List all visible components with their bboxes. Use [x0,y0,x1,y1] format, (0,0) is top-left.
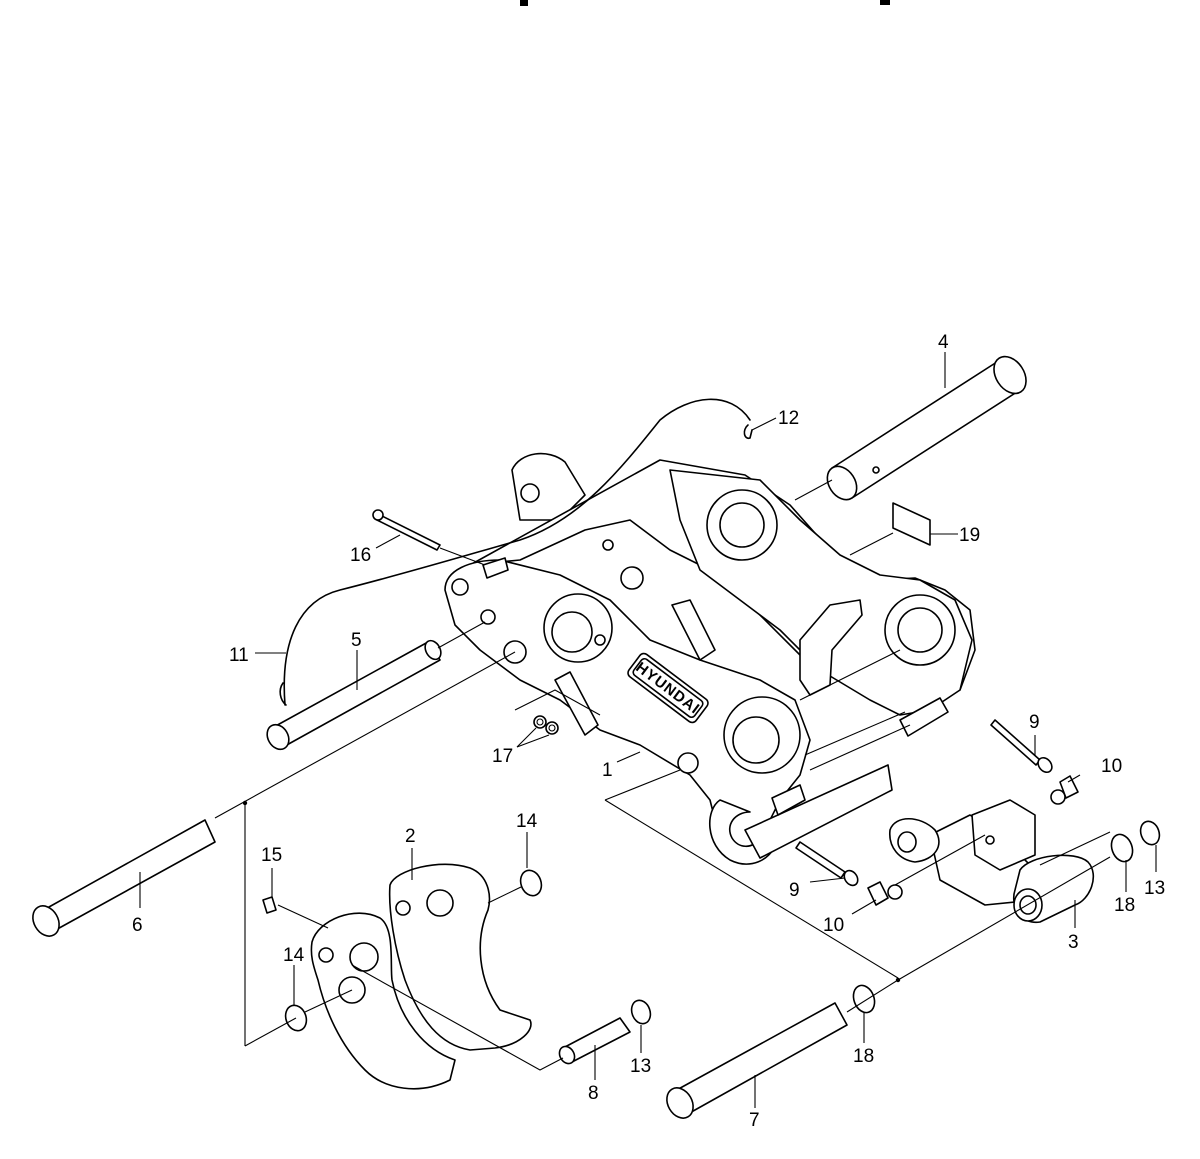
decal-plate-part-19 [892,502,931,546]
grease-nipple-part-15 [262,896,277,914]
leader-lines [139,352,1157,1108]
main-frame-part-1: HYUNDAI [444,452,976,865]
label-part-15: 15 [261,845,282,866]
label-part-7: 7 [749,1110,760,1131]
label-part-13-right: 13 [1144,878,1165,899]
pin-part-4 [826,355,1027,501]
ring-part-13-lower [630,999,652,1025]
label-part-3: 3 [1068,932,1079,953]
clipped-title-fragment [520,0,890,6]
pin-part-7 [666,1002,848,1119]
lynch-pin-part-12 [743,424,753,440]
label-part-19: 19 [959,525,980,546]
part-number-labels: 4 12 19 16 11 5 17 1 9 10 9 10 3 18 13 6… [132,332,1165,1131]
cylinder-part-3 [889,799,1094,923]
label-part-18-right: 18 [1114,895,1135,916]
label-part-10-lower: 10 [823,915,844,936]
label-part-9-upper: 9 [1029,712,1040,733]
label-part-14-lower: 14 [283,945,305,966]
bolt-part-16 [372,509,441,551]
pin-part-8 [558,1017,631,1065]
fitting-part-10-lower [867,881,903,906]
bolt-part-9-upper [990,719,1053,774]
ring-part-18-right [1110,833,1134,863]
label-part-6: 6 [132,915,143,936]
label-part-16: 16 [350,545,371,566]
ring-part-13-right [1139,820,1161,846]
label-part-1: 1 [602,760,613,781]
pin-part-5 [266,639,442,751]
label-part-4: 4 [938,332,949,353]
label-part-17: 17 [492,746,513,767]
bracket-part-2-front [310,912,456,1090]
ring-part-14-upper [519,869,543,897]
label-part-8: 8 [588,1083,599,1104]
lanyard-wire-part-11 [283,398,751,706]
label-part-14-upper: 14 [516,811,538,832]
label-part-18-lower: 18 [853,1046,874,1067]
label-part-12: 12 [778,408,799,429]
label-part-5: 5 [351,630,362,651]
ring-part-18-lower [852,984,876,1014]
bracket-part-2-rear [388,863,532,1051]
label-part-13-lower: 13 [630,1056,651,1077]
nuts-part-17 [533,715,559,735]
label-part-2: 2 [405,826,416,847]
label-part-9-lower: 9 [789,880,800,901]
label-part-10-upper: 10 [1101,756,1122,777]
bolt-part-9-lower [795,841,859,887]
fitting-part-10-upper [1050,775,1079,805]
pin-part-6 [32,819,216,937]
label-part-11: 11 [229,645,249,666]
